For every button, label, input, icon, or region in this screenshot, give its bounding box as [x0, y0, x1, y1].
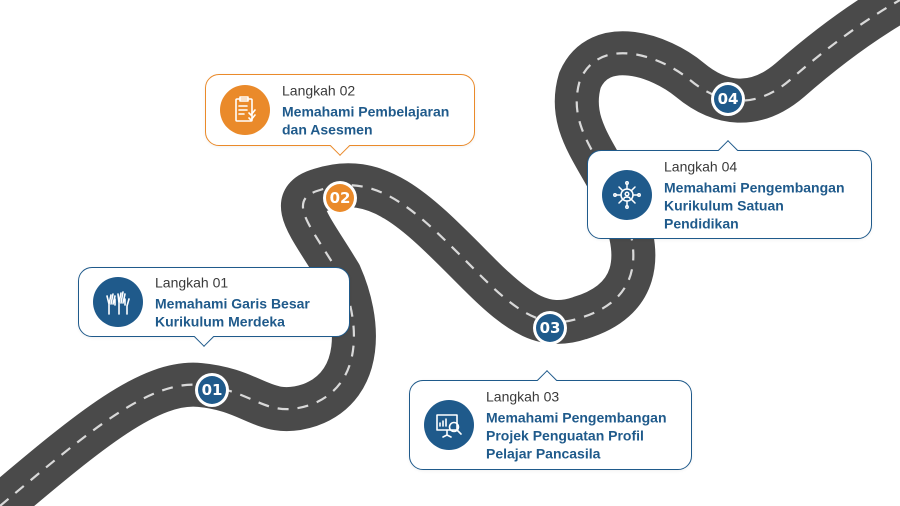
marker-badge: 04	[714, 85, 742, 113]
card-text: Langkah 01 Memahami Garis Besar Kurikulu…	[155, 274, 339, 331]
card-text: Langkah 03 Memahami Pengembangan Projek …	[486, 388, 681, 463]
checklist-document-icon	[220, 85, 270, 135]
card-text: Langkah 02 Memahami Pembelajaran dan Ase…	[282, 82, 464, 139]
step-label: Langkah 02	[282, 82, 356, 99]
step-card-01: Langkah 01 Memahami Garis Besar Kurikulu…	[78, 267, 350, 347]
marker-badge: 02	[326, 184, 354, 212]
step-card-04: Langkah 04 Memahami Pengembangan Kurikul…	[587, 140, 872, 239]
marker-badge: 03	[536, 314, 564, 342]
marker-badge: 01	[198, 376, 226, 404]
step-label: Langkah 01	[155, 274, 229, 291]
step-title: Memahami Pengembangan Kurikulum Satuan P…	[664, 179, 845, 231]
card-text: Langkah 04 Memahami Pengembangan Kurikul…	[664, 157, 861, 232]
raised-hands-icon	[93, 277, 143, 327]
step-title: Memahami Garis Besar Kurikulum Merdeka	[155, 295, 310, 330]
step-title: Memahami Pengembangan Projek Penguatan P…	[486, 409, 667, 462]
step-marker-01: 01	[195, 373, 229, 407]
step-card-03: Langkah 03 Memahami Pengembangan Projek …	[409, 370, 692, 470]
step-marker-02: 02	[323, 181, 357, 215]
step-label: Langkah 03	[486, 388, 560, 405]
gear-network-icon	[602, 169, 652, 220]
step-title: Memahami Pembelajaran dan Asesmen	[282, 103, 450, 138]
step-label: Langkah 04	[664, 158, 738, 174]
step-card-02: Langkah 02 Memahami Pembelajaran dan Ase…	[205, 74, 475, 156]
step-marker-04: 04	[711, 82, 745, 116]
step-marker-03: 03	[533, 311, 567, 345]
presentation-analysis-icon	[424, 400, 474, 450]
